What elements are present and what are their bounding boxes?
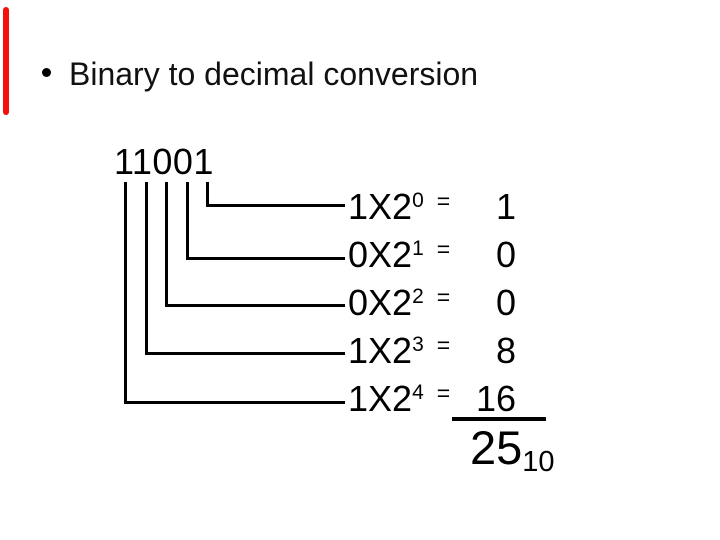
term-row-2pow3: 1X23 = 8 [348, 333, 516, 369]
equals-sign: = [436, 188, 451, 214]
term-row-2pow1: 0X21 = 0 [348, 237, 516, 273]
page-title: Binary to decimal conversion [69, 56, 479, 92]
term-value: 16 [475, 378, 516, 419]
connector-line-bit2 [165, 182, 345, 307]
bullet-icon [42, 68, 51, 77]
term-label: 1X2 [348, 330, 413, 371]
term-row-2pow4: 1X24 = 16 [348, 381, 516, 417]
term-exponent: 4 [412, 381, 424, 404]
connector-line-bit4 [124, 182, 345, 404]
term-label: 1X2 [348, 378, 413, 419]
connector-line-bit3 [145, 182, 345, 355]
binary-number: 11001 [114, 141, 214, 182]
result-base-subscript: 10 [522, 446, 555, 478]
equals-sign: = [436, 332, 451, 358]
decimal-result: 2510 [470, 421, 555, 477]
term-value: 0 [495, 282, 516, 323]
equals-sign: = [436, 284, 451, 310]
term-label: 0X2 [348, 282, 413, 323]
term-exponent: 3 [412, 333, 424, 356]
term-row-2pow2: 0X22 = 0 [348, 285, 516, 321]
term-label: 1X2 [348, 186, 413, 227]
accent-bar [3, 7, 9, 115]
term-value: 8 [495, 330, 516, 371]
term-value: 1 [495, 186, 516, 227]
equals-sign: = [436, 236, 451, 262]
term-label: 0X2 [348, 234, 413, 275]
term-row-2pow0: 1X20 = 1 [348, 189, 516, 225]
term-exponent: 1 [412, 237, 424, 260]
term-exponent: 2 [412, 285, 424, 308]
result-value: 25 [470, 421, 523, 474]
term-value: 0 [495, 234, 516, 275]
term-exponent: 0 [412, 189, 424, 212]
equals-sign: = [436, 380, 451, 406]
connector-line-bit1 [186, 182, 345, 260]
sum-underline [452, 417, 546, 421]
connector-line-bit0 [206, 182, 345, 207]
